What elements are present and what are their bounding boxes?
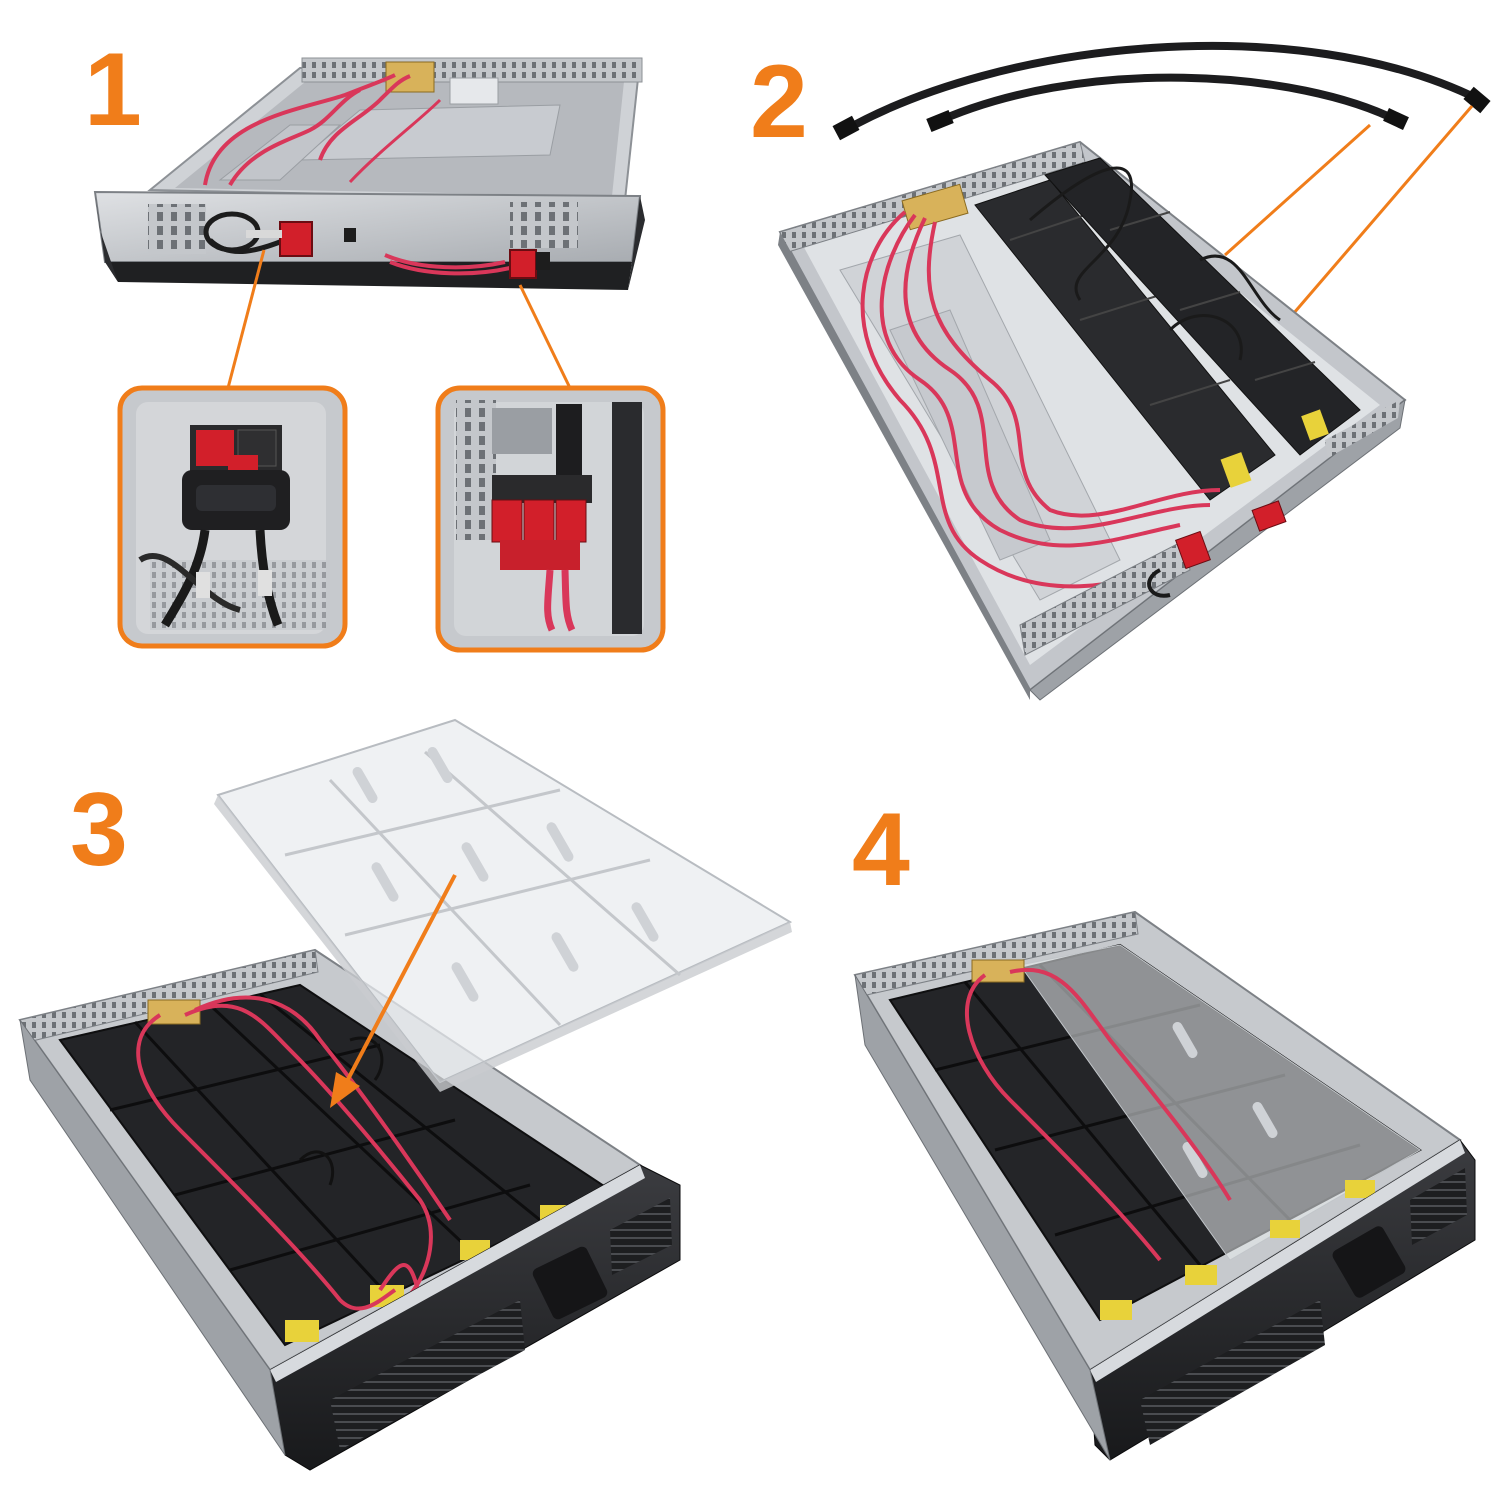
step-number-1: 1 xyxy=(84,32,142,148)
step1-illustration xyxy=(93,57,666,653)
callout-line-cable-2 xyxy=(1273,105,1474,336)
chassis-covered-assembled xyxy=(853,910,1476,1461)
callout-line-right xyxy=(518,284,572,389)
callout-line-cable-1 xyxy=(1223,123,1372,257)
step-number-4: 4 xyxy=(852,792,910,908)
step-number-3: 3 xyxy=(70,772,128,888)
zoom-callout-black-connector xyxy=(117,385,348,649)
jumper-cable-1 xyxy=(837,41,1482,137)
chassis-empty-tray xyxy=(93,57,645,290)
step-number-2: 2 xyxy=(750,44,808,160)
placement-arrow xyxy=(330,874,457,1108)
chassis-batteries-wired xyxy=(18,948,681,1471)
step2-illustration xyxy=(778,41,1491,701)
jumper-cable-2 xyxy=(928,73,1402,129)
clear-cover-plate xyxy=(214,718,793,1092)
step3-illustration xyxy=(18,718,793,1471)
chassis-with-batteries xyxy=(778,140,1407,701)
step4-illustration xyxy=(853,910,1476,1461)
callout-line-left xyxy=(226,249,266,389)
zoom-callout-red-connector xyxy=(435,385,666,653)
